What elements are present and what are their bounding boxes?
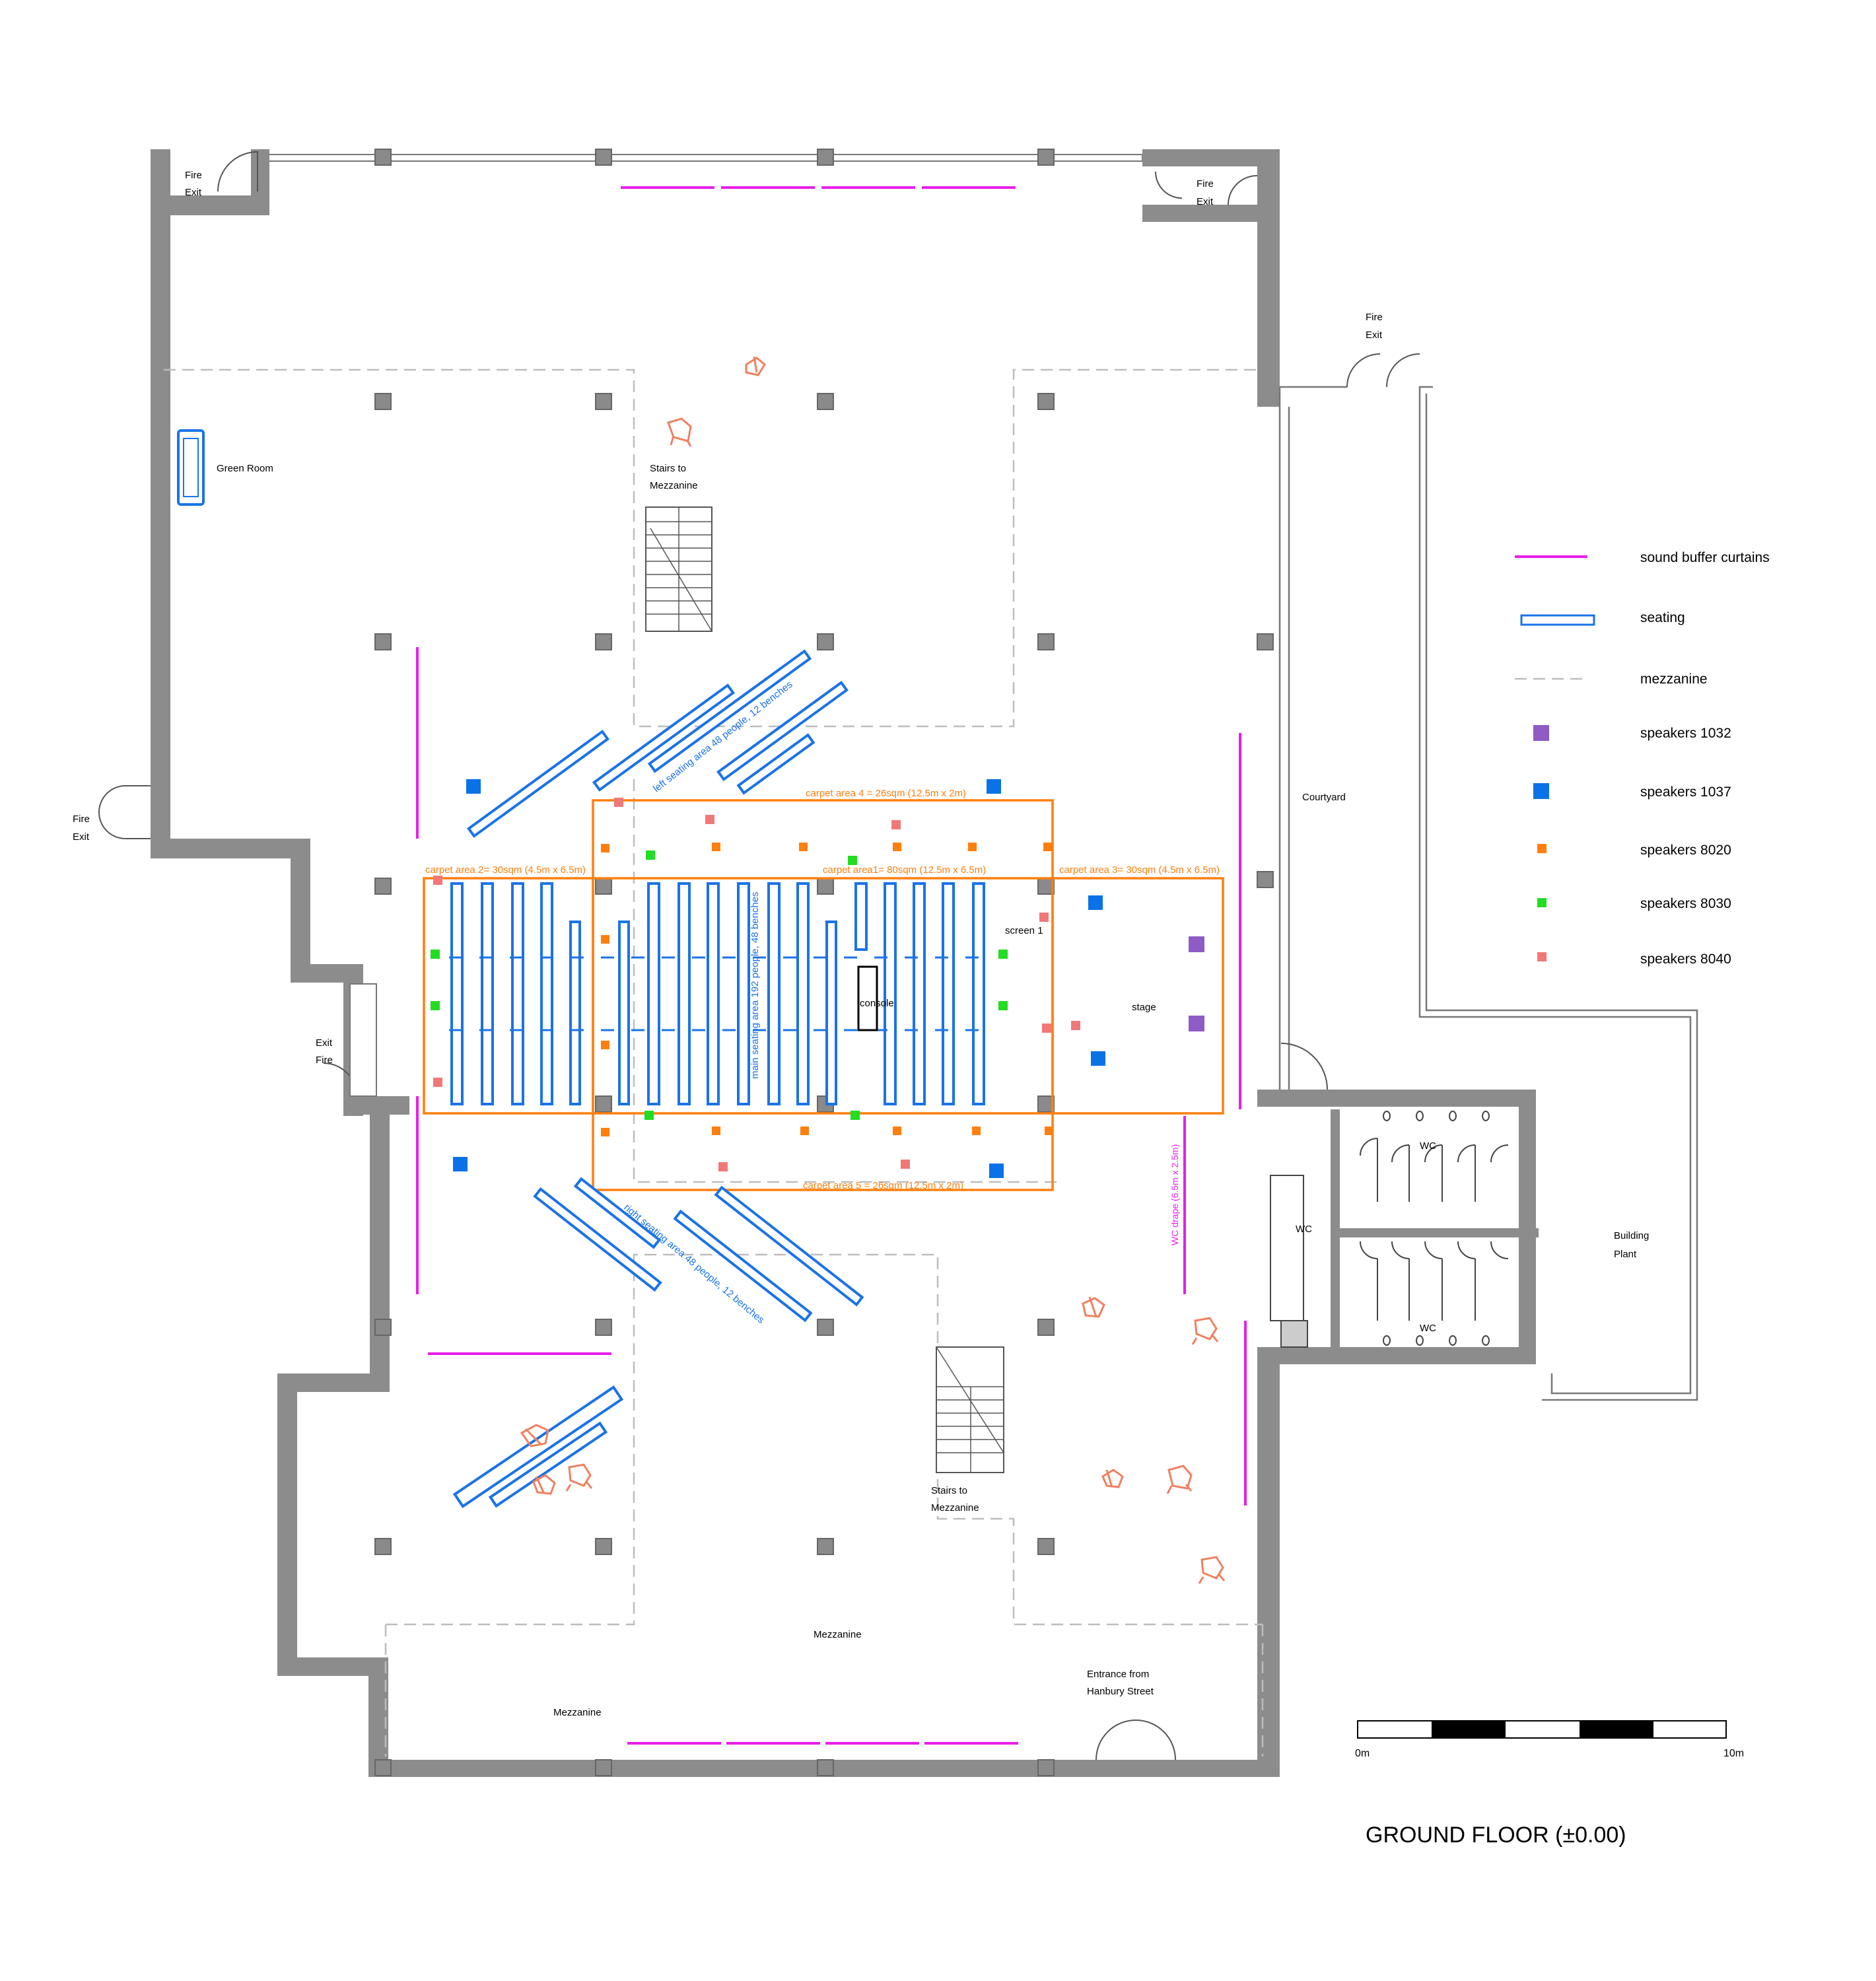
entrance-label-1: Entrance from [1087, 1669, 1149, 1680]
stairs-north-label-2: Mezzanine [650, 480, 698, 491]
speakers-8030 [431, 851, 1008, 1120]
exit-fire-west-label-1: Exit [316, 1037, 333, 1049]
building-walls [151, 149, 1539, 1777]
legend: sound buffer curtains seating mezzanine … [1515, 550, 1770, 967]
entrance-label-2: Hanbury Street [1087, 1686, 1154, 1697]
right-seating-benches [533, 1177, 864, 1323]
legend-curtain-label: sound buffer curtains [1640, 550, 1770, 565]
fire-exit-nw-label-1: Fire [185, 170, 202, 181]
speakers-8020 [601, 843, 1053, 1136]
legend-speakers-1032-label: speakers 1032 [1640, 726, 1731, 741]
stairs-north [645, 506, 712, 632]
stairs-south-label-2: Mezzanine [931, 1502, 979, 1513]
fire-exit-west-label-2: Exit [73, 831, 90, 843]
wc-fixtures [1270, 1111, 1509, 1348]
fire-exit-ne-label-2: Exit [1197, 196, 1214, 207]
legend-speakers-8030-label: speakers 8030 [1640, 896, 1731, 911]
fire-exit-courtyard-label-2: Exit [1366, 330, 1383, 341]
console-desk [857, 965, 878, 1031]
screen-label: screen 1 [1005, 925, 1043, 936]
scale-start-label: 0m [1355, 1748, 1370, 1759]
mezzanine-left-label: Mezzanine [553, 1707, 602, 1718]
speakers-8040 [433, 798, 1080, 1171]
building-plant-label-1: Building [1614, 1230, 1649, 1241]
legend-speakers-1037-swatch [1533, 783, 1549, 799]
legend-speakers-8040-swatch [1537, 952, 1546, 961]
legend-speakers-8040-label: speakers 8040 [1640, 952, 1731, 967]
lounge-benches [452, 1385, 624, 1508]
legend-seating-label: seating [1640, 610, 1685, 625]
left-seating-benches [466, 649, 849, 838]
fire-exit-courtyard-label-1: Fire [1366, 312, 1383, 323]
legend-speakers-1032-swatch [1533, 725, 1549, 741]
doors [98, 151, 1420, 1760]
lounge-furniture [520, 356, 1226, 1584]
carpet-area-3-label: carpet area 3= 30sqm (4.5m x 6.5m) [1059, 864, 1220, 876]
green-room-label: Green Room [217, 463, 273, 474]
sound-buffer-curtains [416, 186, 1247, 1745]
building-plant-label-2: Plant [1614, 1249, 1637, 1260]
structural-columns [374, 149, 1274, 1776]
legend-speakers-1037-label: speakers 1037 [1640, 784, 1731, 800]
stage-label: stage [1132, 1002, 1156, 1013]
speakers-1032 [1189, 936, 1204, 1031]
exit-fire-west-label-2: Fire [316, 1055, 333, 1066]
stairs-north-label-1: Stairs to [650, 463, 686, 474]
drawing-title: GROUND FLOOR (±0.00) [1366, 1823, 1626, 1848]
legend-speakers-8030-swatch [1537, 898, 1546, 907]
legend-speakers-8020-label: speakers 8020 [1640, 843, 1731, 858]
wc-top-label: WC [1420, 1140, 1436, 1152]
speakers-1037 [453, 779, 1105, 1178]
wc-left-label: WC [1296, 1224, 1312, 1235]
fire-exit-nw-label-2: Exit [185, 187, 202, 198]
wc-bottom-label: WC [1420, 1323, 1436, 1334]
console-label: console [860, 998, 894, 1009]
fire-exit-ne-label-1: Fire [1197, 178, 1214, 190]
legend-mezzanine-label: mezzanine [1640, 672, 1708, 687]
carpet-area-1-label: carpet area1= 80sqm (12.5m x 6.5m) [823, 864, 986, 876]
green-room-sofa [177, 429, 205, 506]
fire-exit-west-label-1: Fire [73, 814, 90, 825]
carpet-area-5-label: carpet area 5 = 26sqm (12.5m x 2m) [803, 1180, 963, 1191]
legend-seating-swatch [1520, 614, 1595, 626]
carpet-area-2-label: carpet area 2= 30sqm (4.5m x 6.5m) [425, 864, 586, 876]
room-labels: Fire Exit Fire Exit Fire Exit Fire Exit … [73, 170, 1649, 1718]
wc-drape-label: WC drape (6.5m x 2.5m) [1169, 1144, 1180, 1245]
carpet-area-4-label: carpet area 4 = 26sqm (12.5m x 2m) [806, 788, 966, 799]
scale-end-label: 10m [1723, 1748, 1744, 1759]
stairs-south [936, 1346, 1004, 1473]
main-seating-benches [449, 882, 987, 1105]
courtyard-outline [1278, 386, 1698, 1401]
carpet-areas [423, 799, 1224, 1191]
legend-speakers-8020-swatch [1537, 844, 1546, 853]
main-seating-label: main seating area 192 people, 48 benches [749, 891, 761, 1079]
mezzanine-center-label: Mezzanine [814, 1629, 862, 1640]
scale-bar: 0m 10m [1355, 1720, 1744, 1759]
courtyard-label: Courtyard [1302, 792, 1346, 803]
stairs-south-label-1: Stairs to [931, 1485, 967, 1496]
